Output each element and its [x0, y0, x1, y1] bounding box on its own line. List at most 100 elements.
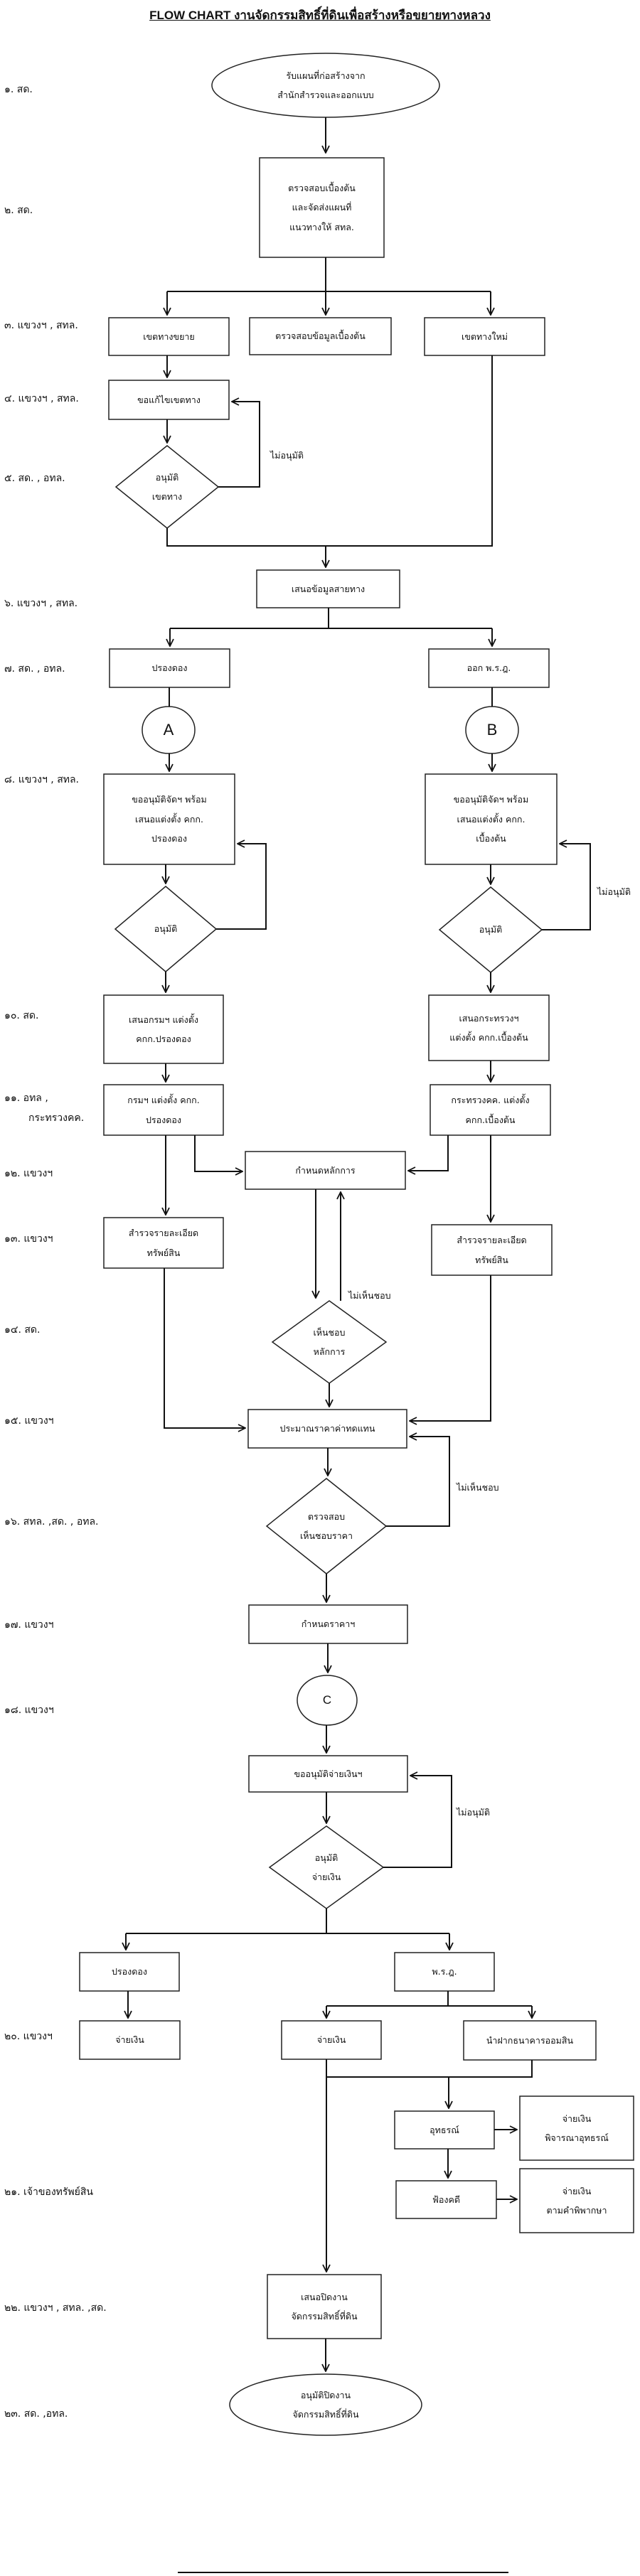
connector-arrow — [410, 1275, 491, 1421]
node-text: แนวทางให้ สทล. — [289, 221, 354, 232]
estimate-price-node: ประมาณราคาค่าทดแทน — [248, 1410, 407, 1448]
agree-principles-node: เห็นชอบหลักการ — [272, 1301, 386, 1383]
step-label: ๑๕. แขวงฯ — [4, 1415, 54, 1427]
dept-appoint-shape — [103, 1084, 224, 1136]
approve-a-node: อนุมัติ — [115, 886, 216, 972]
node-text: รับแผนที่ก่อสร้างจาก — [286, 70, 366, 81]
node-text: อนุมัติปิดงาน — [300, 2389, 351, 2400]
check-price-node: ตรวจสอบเห็นชอบราคา — [267, 1478, 386, 1574]
pay-decree-shape — [394, 1952, 495, 1992]
expand-boundary-node: เขตทางขยาย — [109, 318, 229, 355]
step-label: ๓. แขวงฯ , สทล. — [4, 320, 78, 331]
step-label: ๑๓. แขวงฯ — [4, 1233, 53, 1245]
connector-arrow — [408, 1135, 449, 1171]
reconcile-node: ปรองดอง — [110, 649, 230, 687]
step-label: ๑๔. สด. — [4, 1324, 41, 1336]
approve-payment-node: อนุมัติจ่ายเงิน — [270, 1826, 383, 1909]
merge-line — [326, 2060, 533, 2078]
ministry-appoint-shape — [430, 1084, 551, 1136]
node-text: เขตทางใหม่ — [462, 331, 508, 342]
pay-reconcile-node: ปรองดอง — [80, 1953, 179, 1991]
edge-label: ไม่เห็นชอบ — [457, 1482, 499, 1493]
connector-b-node: B — [466, 707, 518, 753]
node-text: กำหนดราคาฯ — [301, 1619, 356, 1630]
node-text: ตรวจสอบเบื้องต้น — [288, 182, 356, 193]
reject-loop — [383, 1776, 452, 1868]
node-text: คกก.ปรองดอง — [136, 1034, 191, 1044]
node-text: จ่ายเงิน — [562, 2185, 592, 2196]
step-label: ๑๖. สทล. ,สด. , อทล. — [4, 1516, 99, 1528]
survey-b-shape — [431, 1224, 553, 1276]
node-text: เสนอแต่งตั้ง คกก. — [135, 813, 203, 825]
step-label: ๑๗. แขวงฯ — [4, 1619, 54, 1631]
node-text: กำหนดหลักการ — [295, 1164, 356, 1176]
step-label: ๑๐. สด. — [4, 1010, 39, 1021]
merge-line — [166, 355, 493, 547]
step-label: ๑๑. อทล , — [4, 1093, 48, 1104]
approve-b-node: อนุมัติ — [439, 887, 542, 972]
node-text: เบื้องต้น — [476, 833, 506, 844]
node-text: กระทรวงคค. แต่งตั้ง — [451, 1095, 530, 1105]
node-text: ปรองดอง — [112, 1966, 147, 1977]
propose-dept-shape — [103, 994, 224, 1064]
step-label: ๒๓. สด. ,อทล. — [4, 2408, 68, 2420]
appeal-shape — [394, 2110, 495, 2150]
node-text: ขออนุมัติจัดฯ พร้อม — [132, 794, 207, 805]
verify-data-node: ตรวจสอบข้อมูลเบื้องต้น — [250, 318, 391, 355]
reject-loop — [218, 402, 260, 488]
node-text: A — [163, 720, 174, 739]
step-label: กระทรวงคค. — [28, 1112, 85, 1124]
step-label: ๑. สด. — [4, 84, 33, 95]
dept-appoint-node: กรมฯ แต่งตั้ง คกก.ปรองดอง — [104, 1085, 223, 1135]
node-text: ออก พ.ร.ฎ. — [466, 662, 511, 674]
set-price-node: กำหนดราคาฯ — [249, 1605, 407, 1643]
node-text: ขออนุมัติจัดฯ พร้อม — [453, 794, 529, 805]
node-text: B — [486, 720, 498, 739]
node-text: จ่ายเงิน — [316, 2034, 346, 2046]
propose-route-shape — [256, 569, 400, 608]
edge-label: ไม่อนุมัติ — [270, 450, 304, 461]
approve-boundary-node: อนุมัติเขตทาง — [116, 446, 218, 528]
edge-label: ไม่อนุมัติ — [457, 1807, 490, 1818]
reconcile-shape — [109, 648, 230, 688]
pay-appeal-shape — [519, 2095, 634, 2161]
node-text: ทรัพย์สิน — [146, 1247, 181, 1258]
expand-boundary-shape — [108, 317, 230, 356]
new-boundary-node: เขตทางใหม่ — [425, 318, 545, 355]
royal-decree-shape — [428, 648, 550, 688]
deposit-bank-node: นำฝากธนาคารออมสิน — [464, 2021, 596, 2060]
request-payment-node: ขออนุมัติจ่ายเงินฯ — [249, 1756, 407, 1792]
ministry-appoint-node: กระทรวงคค. แต่งตั้งคกก.เบื้องต้น — [430, 1085, 550, 1135]
propose-close-shape — [267, 2274, 382, 2339]
node-text: สำรวจรายละเอียด — [128, 1228, 199, 1238]
propose-dept-node: เสนอกรมฯ แต่งตั้งคกก.ปรองดอง — [104, 995, 223, 1063]
verify-data-shape — [249, 317, 392, 355]
connector-a-node: A — [142, 707, 195, 753]
pay-judgment-node: จ่ายเงินตามคำพิพากษา — [520, 2169, 634, 2233]
request-payment-shape — [248, 1755, 408, 1793]
node-text: ประมาณราคาค่าทดแทน — [279, 1423, 375, 1434]
node-text: พ.ร.ฎ. — [432, 1966, 457, 1977]
start-node: รับแผนที่ก่อสร้างจากสำนักสำรวจและออกแบบ — [212, 53, 439, 117]
node-text: เสนอปิดงาน — [301, 2291, 348, 2302]
node-text: อนุมัติ — [314, 1852, 338, 1863]
appeal-node: อุทธรณ์ — [395, 2111, 494, 2149]
step-label: ๘. แขวงฯ , สทล. — [4, 774, 80, 785]
node-text: ทรัพย์สิน — [475, 1254, 508, 1265]
royal-decree-node: ออก พ.ร.ฎ. — [429, 649, 549, 687]
initial-check-shape — [259, 157, 385, 258]
initial-check-node: ตรวจสอบเบื้องต้นและจัดส่งแผนที่แนวทางให้… — [260, 158, 384, 257]
propose-ministry-node: เสนอกระทรวงฯแต่งตั้ง คกก.เบื้องต้น — [429, 995, 549, 1061]
node-text: จัดกรรมสิทธิ์ที่ดิน — [291, 2311, 358, 2322]
pay-b-shape — [281, 2020, 382, 2060]
edge-label: ไม่อนุมัติ — [597, 886, 631, 897]
pay-judgment-shape — [519, 2168, 634, 2233]
node-text: เห็นชอบ — [313, 1326, 346, 1338]
node-text: C — [322, 1693, 332, 1707]
pay-a-node: จ่ายเงิน — [80, 2021, 180, 2059]
node-text: ปรองดอง — [151, 662, 188, 674]
fix-boundary-shape — [108, 380, 230, 420]
page-title: FLOW CHART งานจัดกรรมสิทธิ์ที่ดินเพื่อสร… — [149, 9, 491, 22]
step-label: ๖. แขวงฯ , สทล. — [4, 598, 78, 609]
